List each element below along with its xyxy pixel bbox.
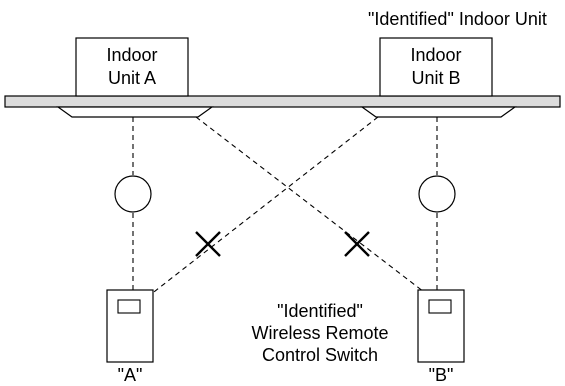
indoor-unit-a-panel (56, 106, 214, 118)
signal-line-cross-b-to-a (149, 116, 379, 296)
signal-line-cross-a-to-b (195, 116, 429, 296)
x-mark-icon (344, 231, 370, 257)
identified-remote-label-line1: "Identified" (277, 301, 363, 321)
indoor-unit-a-label-line1: Indoor (106, 45, 158, 65)
remote-b-label: "B" (428, 365, 454, 385)
remote-a-label: "A" (117, 365, 143, 385)
wireless-remote-icon (417, 289, 465, 363)
identified-remote-label-line2: Wireless Remote (251, 323, 389, 343)
ceiling-slab (4, 95, 561, 108)
indoor-unit-b-label-line2: Unit B (411, 68, 461, 88)
indoor-unit-b-box (379, 37, 493, 97)
indoor-unit-a-box (75, 37, 189, 97)
identified-remote-label-line3: Control Switch (261, 345, 379, 365)
x-mark-icon (195, 231, 221, 257)
wireless-remote-icon (106, 289, 154, 363)
indoor-unit-b-label-line1: Indoor (410, 45, 462, 65)
receiver-circle-icon (114, 175, 152, 213)
indoor-unit-a-label-line2: Unit A (107, 68, 157, 88)
identified-indoor-unit-label: "Identified" Indoor Unit (368, 9, 547, 29)
indoor-unit-b-panel (360, 106, 517, 118)
receiver-circle-icon (418, 175, 456, 213)
